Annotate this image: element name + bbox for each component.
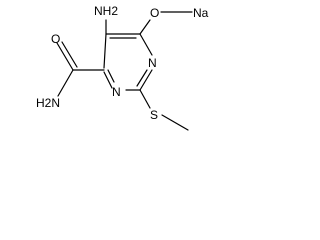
double-bond-carbonyl-o xyxy=(61,41,78,68)
bond-carbonyl-o xyxy=(56,42,74,71)
bond-n3-c4 xyxy=(103,71,113,89)
bond-c4-c5 xyxy=(103,33,107,69)
bond-c6-oxygen xyxy=(139,19,151,35)
amide-nh2-label: H2N xyxy=(36,96,60,110)
bond-c2-sulfur xyxy=(139,89,151,109)
oxygen-label: O xyxy=(150,6,159,20)
double-bond-n1-c2 xyxy=(136,69,148,87)
amine-top-label: NH2 xyxy=(94,4,118,18)
bond-sulfur-methyl xyxy=(161,114,189,131)
bond-n1-c2 xyxy=(139,69,153,91)
sodium-label: Na xyxy=(193,6,209,20)
bond-c6-n1 xyxy=(139,33,153,56)
carbonyl-oxygen-label: O xyxy=(51,32,60,46)
sulfur-label: S xyxy=(150,108,158,122)
ring-nitrogen-2-label: N xyxy=(112,85,121,99)
chemical-structure: NH2 O Na N N O H2N S xyxy=(36,4,209,131)
double-bond-c4-n3 xyxy=(107,69,115,83)
bond-carbonyl-amide xyxy=(57,69,74,97)
ring-nitrogen-1-label: N xyxy=(148,56,157,70)
